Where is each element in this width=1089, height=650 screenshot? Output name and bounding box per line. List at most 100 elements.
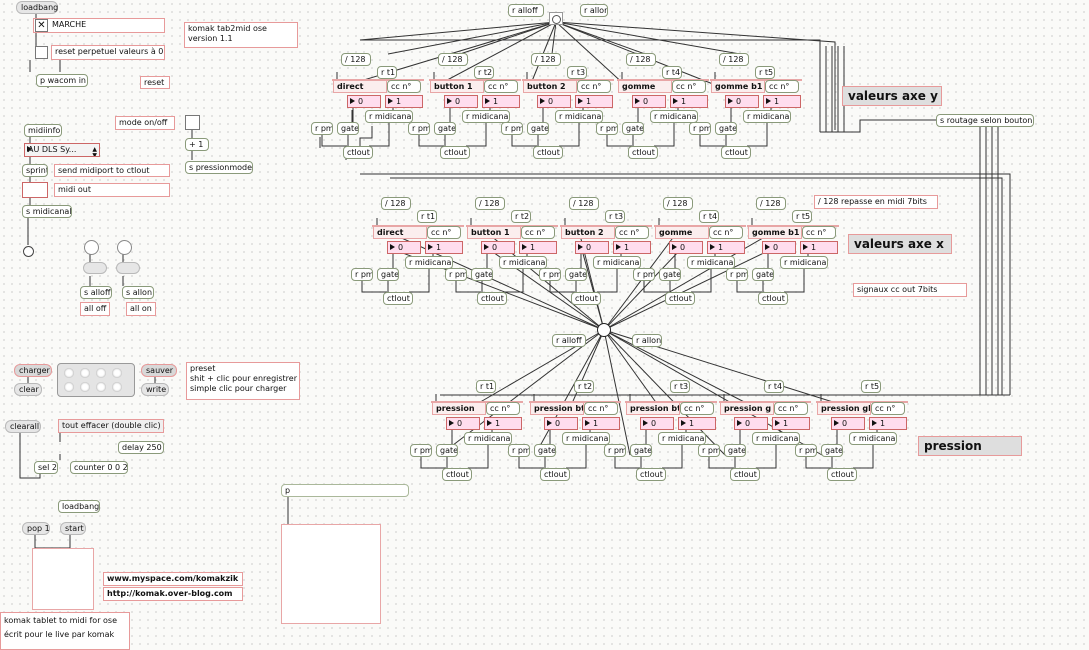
- ctlout-object[interactable]: ctlout: [721, 146, 751, 159]
- r-midicanal-object[interactable]: r midicanal: [562, 432, 610, 445]
- cc-object[interactable]: cc n°: [387, 80, 421, 93]
- cc-object[interactable]: cc n°: [672, 80, 706, 93]
- sauver-button[interactable]: sauver: [141, 364, 177, 377]
- gate-object[interactable]: gate: [630, 444, 652, 457]
- alloff-message[interactable]: [83, 262, 107, 274]
- bang-icon[interactable]: [84, 240, 99, 255]
- cc-object[interactable]: cc n°: [774, 402, 808, 415]
- div-128-object[interactable]: / 128: [569, 197, 599, 210]
- receive-object[interactable]: r t4: [764, 380, 784, 393]
- ctlout-object[interactable]: ctlout: [730, 468, 760, 481]
- midiinfo-object[interactable]: midiinfo: [24, 124, 62, 137]
- cc-number[interactable]: 1: [772, 417, 810, 430]
- r-alloff-object-2[interactable]: r alloff: [552, 334, 586, 347]
- cc-number[interactable]: 1: [425, 241, 463, 254]
- loadbang-object-2[interactable]: loadbang: [58, 500, 100, 513]
- r-pm-object[interactable]: r pm: [604, 444, 626, 457]
- cc-object[interactable]: cc n°: [615, 226, 649, 239]
- receive-object[interactable]: r t3: [605, 210, 625, 223]
- receive-object[interactable]: r t2: [474, 66, 494, 79]
- div-128-object[interactable]: / 128: [719, 53, 749, 66]
- value-number[interactable]: 0: [387, 241, 421, 254]
- ctlout-object[interactable]: ctlout: [440, 146, 470, 159]
- clearall-message[interactable]: clearall: [5, 420, 41, 433]
- counter-object[interactable]: counter 0 0 2: [70, 461, 128, 474]
- r-midicanal-object[interactable]: r midicanal: [780, 256, 828, 269]
- gate-object[interactable]: gate: [659, 268, 681, 281]
- r-pm-object[interactable]: r pm: [408, 122, 430, 135]
- cc-object[interactable]: cc n°: [584, 402, 618, 415]
- mode-toggle[interactable]: [185, 115, 200, 130]
- value-number[interactable]: 0: [762, 241, 796, 254]
- preset-slot[interactable]: [96, 368, 106, 378]
- value-number[interactable]: 0: [640, 417, 674, 430]
- r-pm-object[interactable]: r pm: [596, 122, 618, 135]
- lcd-panel[interactable]: [32, 548, 94, 610]
- receive-object[interactable]: r t5: [861, 380, 881, 393]
- cc-object[interactable]: cc n°: [486, 402, 520, 415]
- receive-object[interactable]: r t2: [574, 380, 594, 393]
- ctlout-object[interactable]: ctlout: [665, 292, 695, 305]
- r-midicanal-object[interactable]: r midicanal: [849, 432, 897, 445]
- gate-object[interactable]: gate: [436, 444, 458, 457]
- write-message[interactable]: write: [141, 383, 169, 396]
- r-midicanal-object[interactable]: r midicanal: [365, 110, 413, 123]
- receive-object[interactable]: r t3: [567, 66, 587, 79]
- ctlout-object[interactable]: ctlout: [636, 468, 666, 481]
- ctlout-object[interactable]: ctlout: [628, 146, 658, 159]
- cc-number[interactable]: 1: [800, 241, 838, 254]
- gate-object[interactable]: gate: [724, 444, 746, 457]
- cc-number[interactable]: 1: [613, 241, 651, 254]
- value-number[interactable]: 0: [347, 95, 381, 108]
- start-message[interactable]: start: [60, 522, 86, 535]
- ctlout-object[interactable]: ctlout: [540, 468, 570, 481]
- preset-slot[interactable]: [80, 382, 90, 392]
- preset-object[interactable]: [57, 363, 135, 397]
- cc-object[interactable]: cc n°: [577, 80, 611, 93]
- value-number[interactable]: 0: [537, 95, 571, 108]
- value-number[interactable]: 0: [446, 417, 480, 430]
- r-pm-object[interactable]: r pm: [539, 268, 561, 281]
- cc-object[interactable]: cc n°: [680, 402, 714, 415]
- r-alloff-object[interactable]: r alloff: [508, 4, 544, 17]
- blog-link[interactable]: http://komak.over-blog.com: [103, 587, 243, 601]
- gate-object[interactable]: gate: [434, 122, 456, 135]
- value-number[interactable]: 0: [831, 417, 865, 430]
- cc-number[interactable]: 1: [707, 241, 745, 254]
- div-128-object[interactable]: / 128: [531, 53, 561, 66]
- bang-icon[interactable]: [117, 240, 132, 255]
- ctlout-object[interactable]: ctlout: [383, 292, 413, 305]
- midi-out-number[interactable]: [22, 182, 48, 198]
- r-allon-object-2[interactable]: r allon: [632, 334, 662, 347]
- r-pm-object[interactable]: r pm: [689, 122, 711, 135]
- delay-object[interactable]: delay 250: [118, 441, 164, 454]
- value-number[interactable]: 0: [481, 241, 515, 254]
- r-pm-object[interactable]: r pm: [508, 444, 530, 457]
- value-number[interactable]: 0: [575, 241, 609, 254]
- gate-object[interactable]: gate: [377, 268, 399, 281]
- s-pressionmode-object[interactable]: s pressionmode: [185, 161, 253, 174]
- cc-number[interactable]: 1: [519, 241, 557, 254]
- r-midicanal-object[interactable]: r midicanal: [743, 110, 791, 123]
- value-number[interactable]: 0: [725, 95, 759, 108]
- receive-object[interactable]: r t4: [699, 210, 719, 223]
- r-pm-object[interactable]: r pm: [633, 268, 655, 281]
- plus-one-object[interactable]: + 1: [185, 138, 209, 151]
- gate-object[interactable]: gate: [622, 122, 644, 135]
- cc-number[interactable]: 1: [678, 417, 716, 430]
- ctlout-object[interactable]: ctlout: [758, 292, 788, 305]
- preset-slot[interactable]: [112, 382, 122, 392]
- allon-message[interactable]: [116, 262, 140, 274]
- receive-object[interactable]: r t1: [417, 210, 437, 223]
- cc-number[interactable]: 1: [484, 417, 522, 430]
- div-128-object[interactable]: / 128: [475, 197, 505, 210]
- ctlout-object[interactable]: ctlout: [343, 146, 373, 159]
- gate-object[interactable]: gate: [752, 268, 774, 281]
- cc-number[interactable]: 1: [575, 95, 613, 108]
- p-wacom-object[interactable]: p wacom in: [36, 74, 88, 87]
- value-number[interactable]: 0: [734, 417, 768, 430]
- gate-object[interactable]: gate: [821, 444, 843, 457]
- cc-object[interactable]: cc n°: [521, 226, 555, 239]
- r-pm-object[interactable]: r pm: [698, 444, 720, 457]
- r-allon-object[interactable]: r allon: [580, 4, 608, 17]
